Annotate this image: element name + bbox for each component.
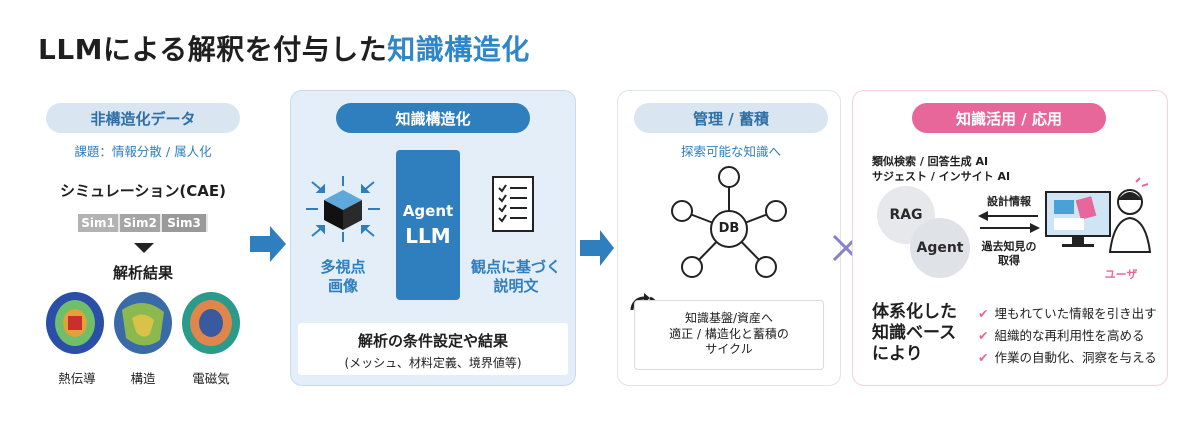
system-text-2: 知識ベース bbox=[872, 323, 957, 343]
knowledge-base-statement: 体系化した 知識ベース により bbox=[872, 302, 957, 365]
system-text-1: 体系化した bbox=[872, 302, 957, 322]
benefit-text: 埋もれていた情報を引き出す bbox=[994, 306, 1157, 321]
page-title: LLMによる解釈を付与した知識構造化 bbox=[38, 28, 530, 68]
past-knowledge-label-2: 取得 bbox=[998, 254, 1020, 267]
conditions-title: 解析の条件設定や結果 bbox=[357, 332, 508, 350]
benefit-item: ✔ 埋もれていた情報を引き出す bbox=[978, 303, 1157, 325]
sim-block-2: Sim2 bbox=[120, 214, 162, 232]
agent-circle: Agent bbox=[910, 218, 970, 278]
sim-block-3: Sim3 bbox=[162, 214, 208, 232]
bidirectional-arrows-icon bbox=[978, 211, 1040, 233]
thermal-label: 熱伝導 bbox=[58, 371, 96, 386]
electromagnetic-label: 電磁気 bbox=[192, 371, 230, 386]
result-title: 解析結果 bbox=[112, 264, 173, 282]
benefit-item: ✔ 組織的な再利用性を高める bbox=[978, 325, 1157, 347]
check-icon: ✔ bbox=[978, 350, 989, 365]
benefit-checklist: ✔ 埋もれていた情報を引き出す ✔ 組織的な再利用性を高める ✔ 作業の自動化、洞察を… bbox=[978, 303, 1157, 369]
conditions-subtitle: (メッシュ、材料定義、境界値等) bbox=[344, 356, 522, 370]
cube-icon bbox=[306, 176, 380, 242]
analysis-conditions-box: 解析の条件設定や結果 (メッシュ、材料定義、境界値等) bbox=[298, 323, 568, 375]
past-knowledge-label-1: 過去知見の bbox=[981, 240, 1037, 253]
cycle-text-1: 知識基盤/資産へ bbox=[684, 311, 774, 325]
knowledge-structuring-header: 知識構造化 bbox=[336, 103, 530, 133]
down-triangle-icon bbox=[134, 243, 154, 253]
agent-llm-label-1: Agent bbox=[402, 202, 454, 220]
db-label: DB bbox=[718, 221, 740, 236]
structure-result-image bbox=[114, 292, 172, 354]
multi-view-label-1: 多視点 bbox=[320, 258, 366, 276]
right-arrow-icon bbox=[250, 226, 286, 262]
user-label: ユーザ bbox=[1104, 268, 1138, 281]
knowledge-application-header: 知識活用 / 応用 bbox=[912, 103, 1106, 133]
check-icon: ✔ bbox=[978, 306, 989, 321]
simulation-title: シミュレーション(CAE) bbox=[60, 182, 226, 200]
feature-text-2: サジェスト / インサイト AI bbox=[872, 170, 1011, 183]
sim-block-1: Sim1 bbox=[78, 214, 120, 232]
management-header: 管理 / 蓄積 bbox=[634, 103, 828, 133]
title-accent: 知識構造化 bbox=[387, 33, 530, 66]
system-text-3: により bbox=[872, 344, 923, 364]
knowledge-cycle-box: 知識基盤/資産へ 適正 / 構造化と蓄積の サイクル bbox=[634, 300, 824, 370]
title-main: LLMによる解釈を付与した bbox=[38, 33, 388, 66]
viewpoint-label-2: 説明文 bbox=[493, 277, 539, 295]
cycle-text-3: サイクル bbox=[705, 342, 753, 357]
benefit-item: ✔ 作業の自動化、洞察を与える bbox=[978, 347, 1157, 369]
right-arrow-icon bbox=[580, 230, 614, 266]
document-checklist-icon bbox=[492, 176, 534, 232]
unstructured-data-header: 非構造化データ bbox=[46, 103, 240, 133]
multi-view-label-2: 画像 bbox=[327, 277, 358, 295]
cycle-text-2: 適正 / 構造化と蓄積の bbox=[669, 326, 789, 341]
agent-llm-block: Agent LLM bbox=[396, 150, 460, 300]
benefit-text: 作業の自動化、洞察を与える bbox=[994, 350, 1157, 365]
viewpoint-label-1: 観点に基づく bbox=[470, 258, 561, 276]
thermal-result-image bbox=[46, 292, 104, 354]
check-icon: ✔ bbox=[978, 328, 989, 343]
agent-llm-label-2: LLM bbox=[405, 224, 451, 248]
feature-text-1: 類似検索 / 回答生成 AI bbox=[872, 155, 989, 168]
benefit-text: 組織的な再利用性を高める bbox=[994, 328, 1145, 343]
electromagnetic-result-image bbox=[182, 292, 240, 354]
searchable-knowledge-subtitle: 探索可能な知識へ bbox=[680, 144, 781, 159]
issue-subtitle: 課題：情報分散 / 属人化 bbox=[74, 144, 212, 159]
design-info-label: 設計情報 bbox=[987, 195, 1031, 208]
user-at-computer-icon bbox=[1045, 177, 1152, 253]
structure-label: 構造 bbox=[130, 371, 156, 386]
database-network-icon bbox=[671, 166, 787, 278]
